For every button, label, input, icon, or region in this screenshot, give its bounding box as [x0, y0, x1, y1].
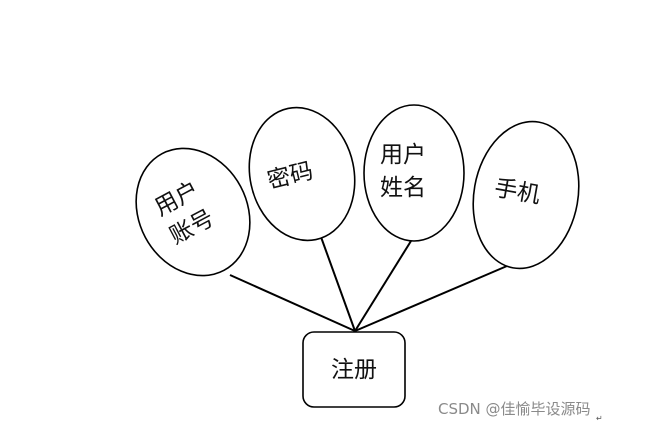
attribute-password: 密码: [248, 106, 356, 242]
attribute-name-label-line2: 姓名: [380, 175, 426, 201]
attribute-account: 用户 账号: [135, 147, 251, 277]
connector-password: [320, 236, 356, 332]
entity-register-box: [302, 331, 406, 408]
attribute-name-label-line1: 用户: [380, 142, 426, 168]
attribute-password-shape: [248, 106, 356, 242]
connector-name: [354, 240, 412, 332]
attribute-account-shape: [135, 147, 251, 277]
stray-mark: ↵: [596, 414, 603, 423]
attribute-name: 用户 姓名: [363, 104, 465, 242]
attribute-phone-shape: [472, 120, 580, 270]
attribute-phone: 手机: [472, 120, 580, 270]
connector-phone: [354, 265, 508, 332]
connector-account: [229, 274, 356, 332]
entity-register-label: 注册: [331, 357, 377, 383]
entity-register: 注册: [302, 331, 406, 408]
attribute-name-shape: [363, 104, 465, 242]
watermark: CSDN @佳愉毕设源码: [438, 400, 591, 418]
